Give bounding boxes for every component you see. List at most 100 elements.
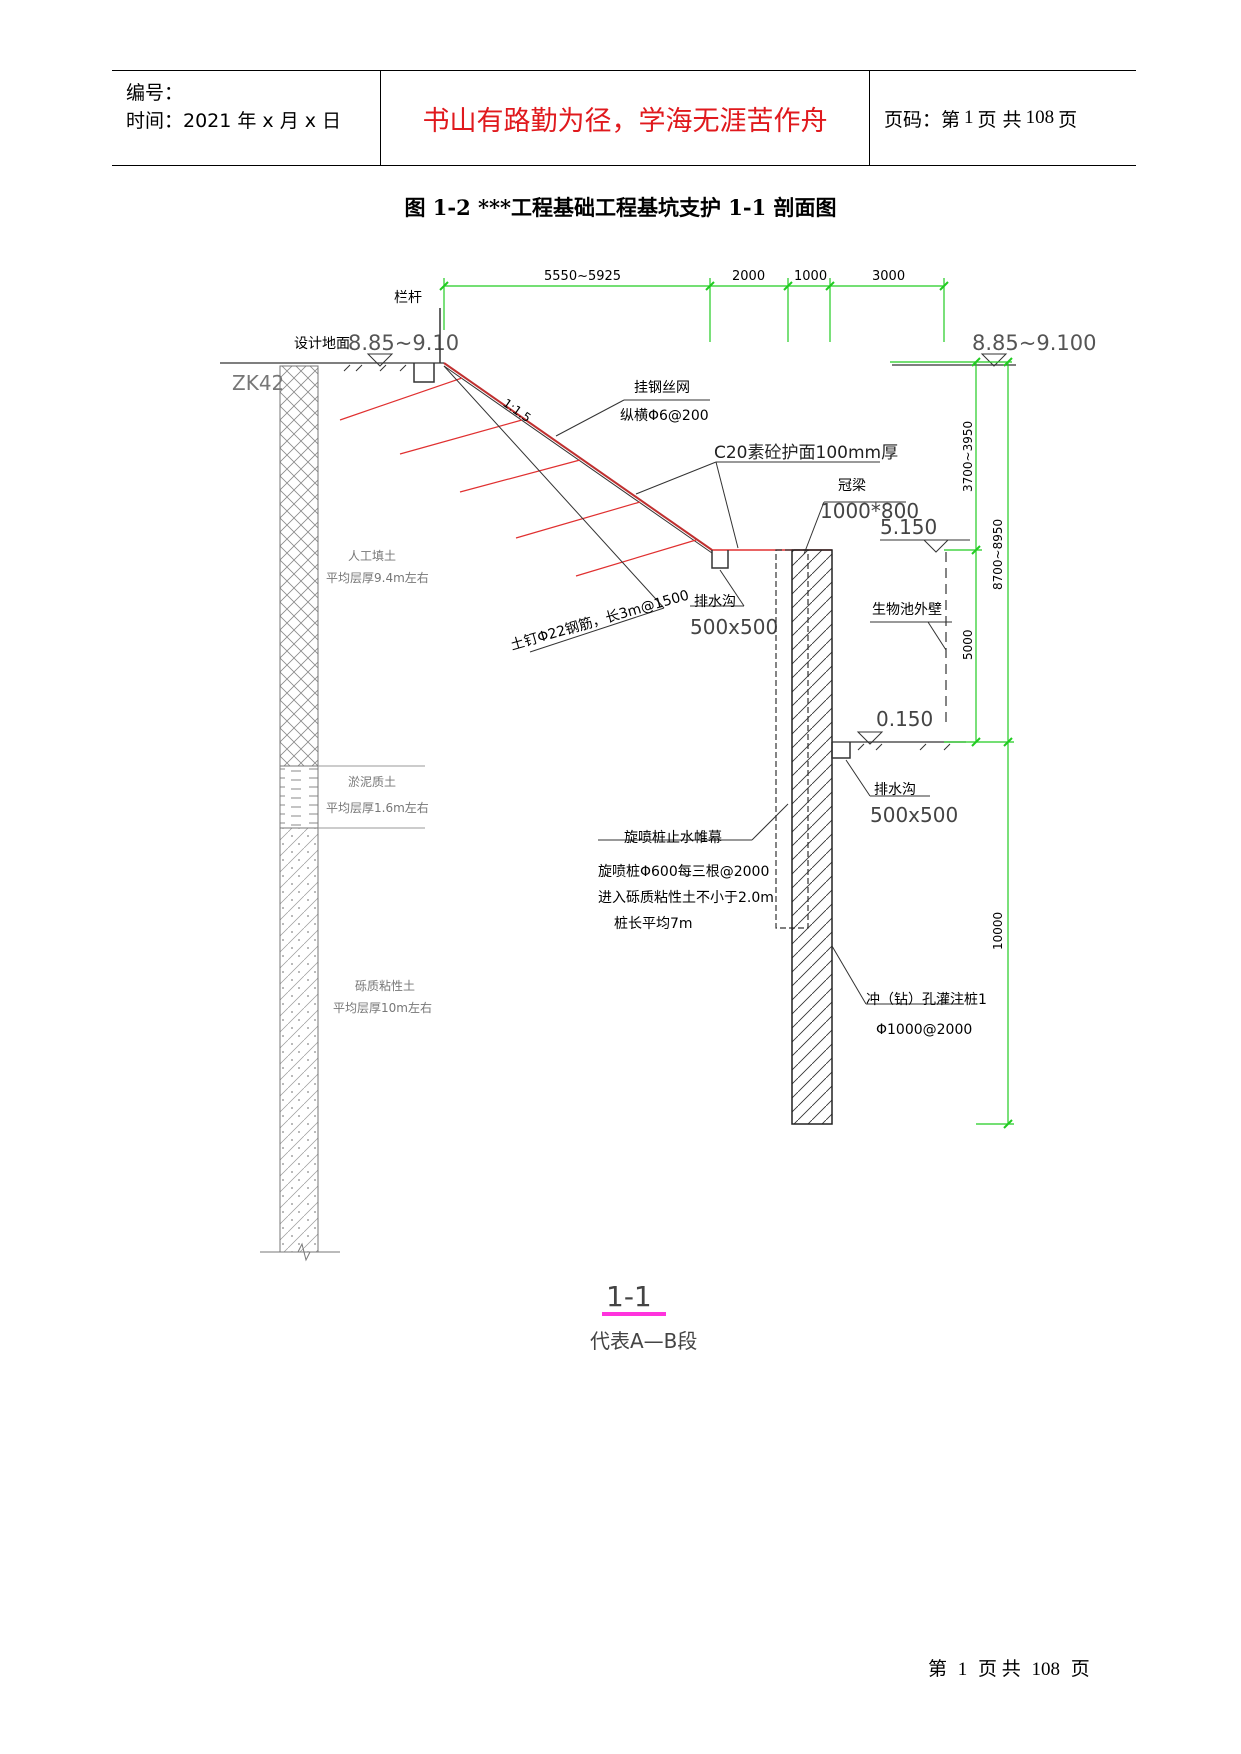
dim-tick: [971, 737, 981, 747]
dim-right-1: 3700~3950: [961, 421, 975, 492]
mesh-leader: [555, 399, 625, 437]
jet-grout-line-3: 桩长平均7m: [614, 915, 693, 932]
dim-top-3: 1000: [794, 269, 827, 284]
page-footer: 第 1 页 共 108 页: [928, 1654, 1096, 1681]
date-label: 时间：2021 年 x 月 x 日: [126, 110, 342, 132]
low-elevation: 0.150: [876, 707, 933, 731]
section-number: 1-1: [606, 1280, 652, 1313]
mid-elevation: 5.150: [880, 515, 937, 539]
nail-leader-upper: [443, 365, 665, 609]
bored-pile: [791, 549, 833, 1125]
mesh-label-1: 挂钢丝网: [634, 380, 690, 396]
footer-mid: 页 共: [978, 1659, 1021, 1680]
footer-page: 1: [957, 1659, 968, 1680]
figure-title: 图 1-2 ***工程基础工程基坑支护 1-1 剖面图: [404, 195, 837, 220]
ground-hatch-low: [857, 743, 951, 751]
section-description: 代表A—B段: [590, 1329, 697, 1353]
dim-tick: [439, 281, 449, 291]
mid-drain-label: 排水沟: [694, 594, 736, 610]
motto-text: 书山有路勤为径，学海无涯苦作舟: [422, 105, 828, 137]
tank-wall-leader-2: [927, 621, 947, 651]
footer-pre: 第: [928, 1659, 948, 1680]
soil-nail: [399, 419, 523, 455]
shotcrete-label: C20素砼护面100mm厚: [714, 443, 898, 463]
dim-tick: [705, 281, 715, 291]
soil3-thickness: 平均层厚10m左右: [333, 1000, 432, 1015]
soil1-name: 人工填土: [348, 549, 396, 563]
dim-tick: [971, 545, 981, 555]
dim-tick: [1003, 737, 1013, 747]
bored-pile-label-2: Φ1000@2000: [876, 1022, 972, 1038]
nail-leader-lower: [529, 607, 665, 653]
header-page-cell: 页码：第 1 页 共 108 页: [870, 71, 1136, 165]
mid-drain-ditch: [711, 550, 729, 569]
header-motto-cell: 书山有路勤为径，学海无涯苦作舟: [380, 71, 870, 165]
dim-top-2: 2000: [732, 269, 765, 284]
bored-leader: [831, 945, 867, 1005]
soil3-name: 砾质粘性土: [355, 978, 415, 993]
dim-tick: [783, 281, 793, 291]
dim-tick: [1003, 1119, 1013, 1129]
dim-top-1: 5550~5925: [544, 269, 621, 284]
header-info-cell: 编号： 时间：2021 年 x 月 x 日: [112, 71, 380, 165]
dimension-ticks: [439, 281, 1013, 1129]
dim-tick: [939, 281, 949, 291]
break-line: [260, 1242, 340, 1262]
right-elevation: 8.85~9.100: [972, 331, 1096, 355]
crown-beam-label-1: 冠梁: [838, 478, 866, 494]
gravel-clay-layer: [279, 827, 319, 1253]
page-suffix: 页: [1058, 108, 1078, 131]
top-drain-ditch: [413, 363, 435, 383]
low-drain-size: 500x500: [870, 803, 958, 827]
fill-soil-layer: [279, 365, 319, 767]
soil-nail: [515, 501, 641, 539]
mid-drain-size: 500x500: [690, 615, 778, 639]
soil2-thickness: 平均层厚1.6m左右: [326, 800, 429, 815]
slope-ratio: 1:1.5: [500, 396, 533, 425]
low-drain-label: 排水沟: [874, 782, 916, 798]
soil-nail-label: 土钉Φ22钢筋，长3m@1500: [508, 587, 691, 654]
railing-label: 栏杆: [394, 290, 422, 306]
mesh-label-2: 纵横Φ6@200: [620, 408, 709, 424]
shotcrete-leader: [635, 461, 717, 495]
soil-nail: [339, 377, 463, 421]
borehole-label: ZK42: [232, 371, 284, 395]
jet-grout-title: 旋喷桩止水帷幕: [624, 829, 722, 846]
shotcrete-leader-3: [715, 461, 739, 549]
mud-soil-layer: [279, 765, 319, 829]
footer-total: 108: [1031, 1659, 1061, 1680]
slope-face-outline: [443, 365, 713, 554]
elevation-marker-right: [980, 353, 1008, 367]
page-prefix: 页码：第: [884, 108, 961, 131]
ground-hatch-left: [343, 364, 407, 372]
page-total: 108: [1025, 107, 1055, 128]
design-ground-label: 设计地面: [294, 336, 350, 352]
elevation-marker-left: [366, 353, 394, 367]
crown-beam-label-2: 1000*800: [820, 499, 919, 523]
jet-leader: [751, 803, 789, 841]
jet-grout-line-1: 旋喷桩Φ600每三根@2000: [598, 863, 769, 880]
tank-wall-label: 生物池外壁: [872, 602, 942, 618]
dim-tick: [1003, 357, 1013, 367]
jet-grout-line-2: 进入砾质粘性土不小于2.0m: [598, 890, 774, 906]
dim-tick: [971, 357, 981, 367]
dim-tick: [825, 281, 835, 291]
soil1-thickness: 平均层厚9.4m左右: [326, 570, 429, 585]
low-drain-leader: [845, 759, 871, 797]
soil-nail: [575, 539, 697, 577]
dim-right-4: 10000: [991, 912, 1005, 950]
slope-face: [443, 362, 713, 551]
page-mid: 页 共: [977, 108, 1022, 131]
serial-label: 编号：: [126, 82, 184, 104]
footer-post: 页: [1070, 1659, 1090, 1680]
dim-top-4: 3000: [872, 269, 905, 284]
dim-right-2: 8700~8950: [991, 519, 1005, 590]
soil-nails: [339, 377, 697, 577]
soil-nail: [459, 459, 581, 493]
page-header: 编号： 时间：2021 年 x 月 x 日 书山有路勤为径，学海无涯苦作舟 页码…: [112, 70, 1136, 166]
bored-pile-label-1: 冲（钻）孔灌注桩1: [866, 991, 987, 1008]
elevation-marker-low: [856, 731, 884, 745]
low-drain-ditch: [831, 742, 851, 759]
soil2-name: 淤泥质土: [348, 775, 396, 789]
